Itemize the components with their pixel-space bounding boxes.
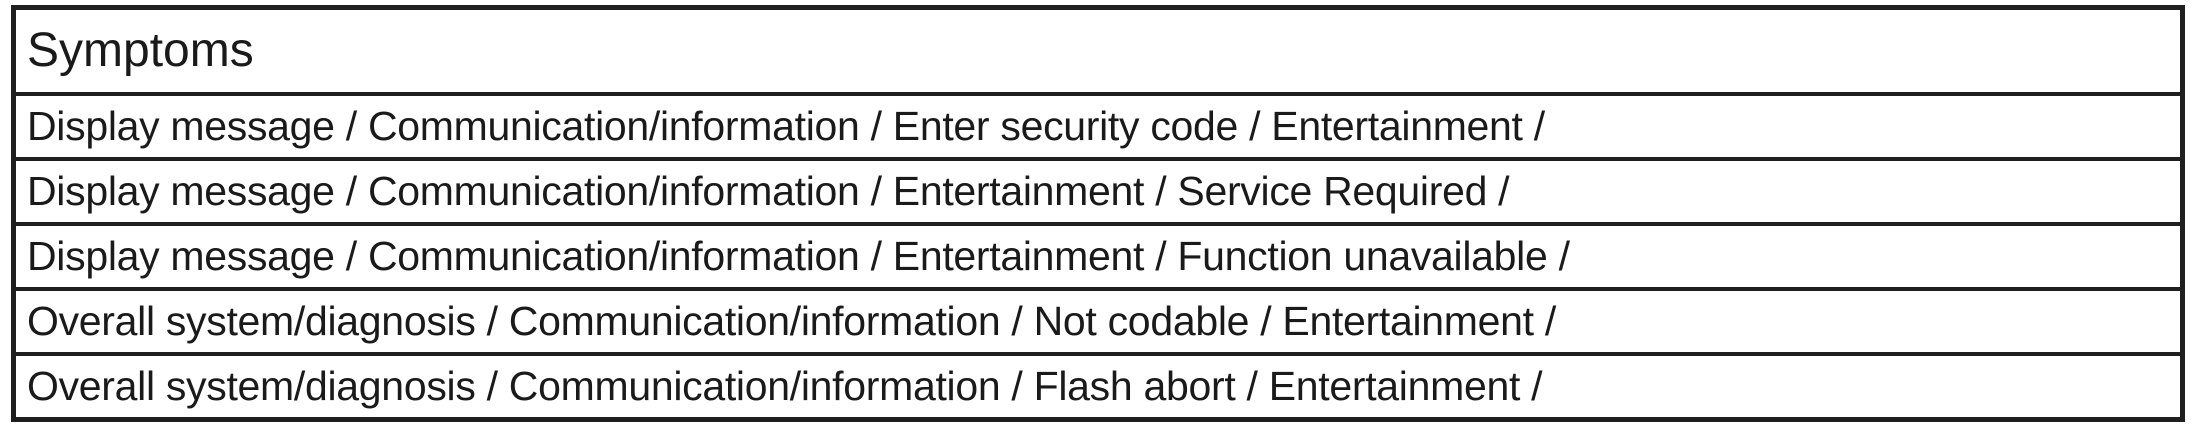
table-row: Display message / Communication/informat… bbox=[16, 92, 2180, 157]
table-row: Display message / Communication/informat… bbox=[16, 157, 2180, 222]
table-row: Overall system/diagnosis / Communication… bbox=[16, 287, 2180, 352]
table-row: Display message / Communication/informat… bbox=[16, 222, 2180, 287]
symptom-path-text: Overall system/diagnosis / Communication… bbox=[27, 363, 1543, 409]
symptom-path-text: Display message / Communication/informat… bbox=[27, 168, 1510, 214]
table-header-row: Symptoms bbox=[16, 10, 2180, 92]
table-header-label: Symptoms bbox=[27, 24, 254, 77]
symptom-path-text: Display message / Communication/informat… bbox=[27, 103, 1545, 149]
symptoms-table: Symptoms Display message / Communication… bbox=[11, 5, 2185, 422]
symptom-path-text: Display message / Communication/informat… bbox=[27, 233, 1570, 279]
symptom-path-text: Overall system/diagnosis / Communication… bbox=[27, 298, 1556, 344]
table-row: Overall system/diagnosis / Communication… bbox=[16, 352, 2180, 417]
